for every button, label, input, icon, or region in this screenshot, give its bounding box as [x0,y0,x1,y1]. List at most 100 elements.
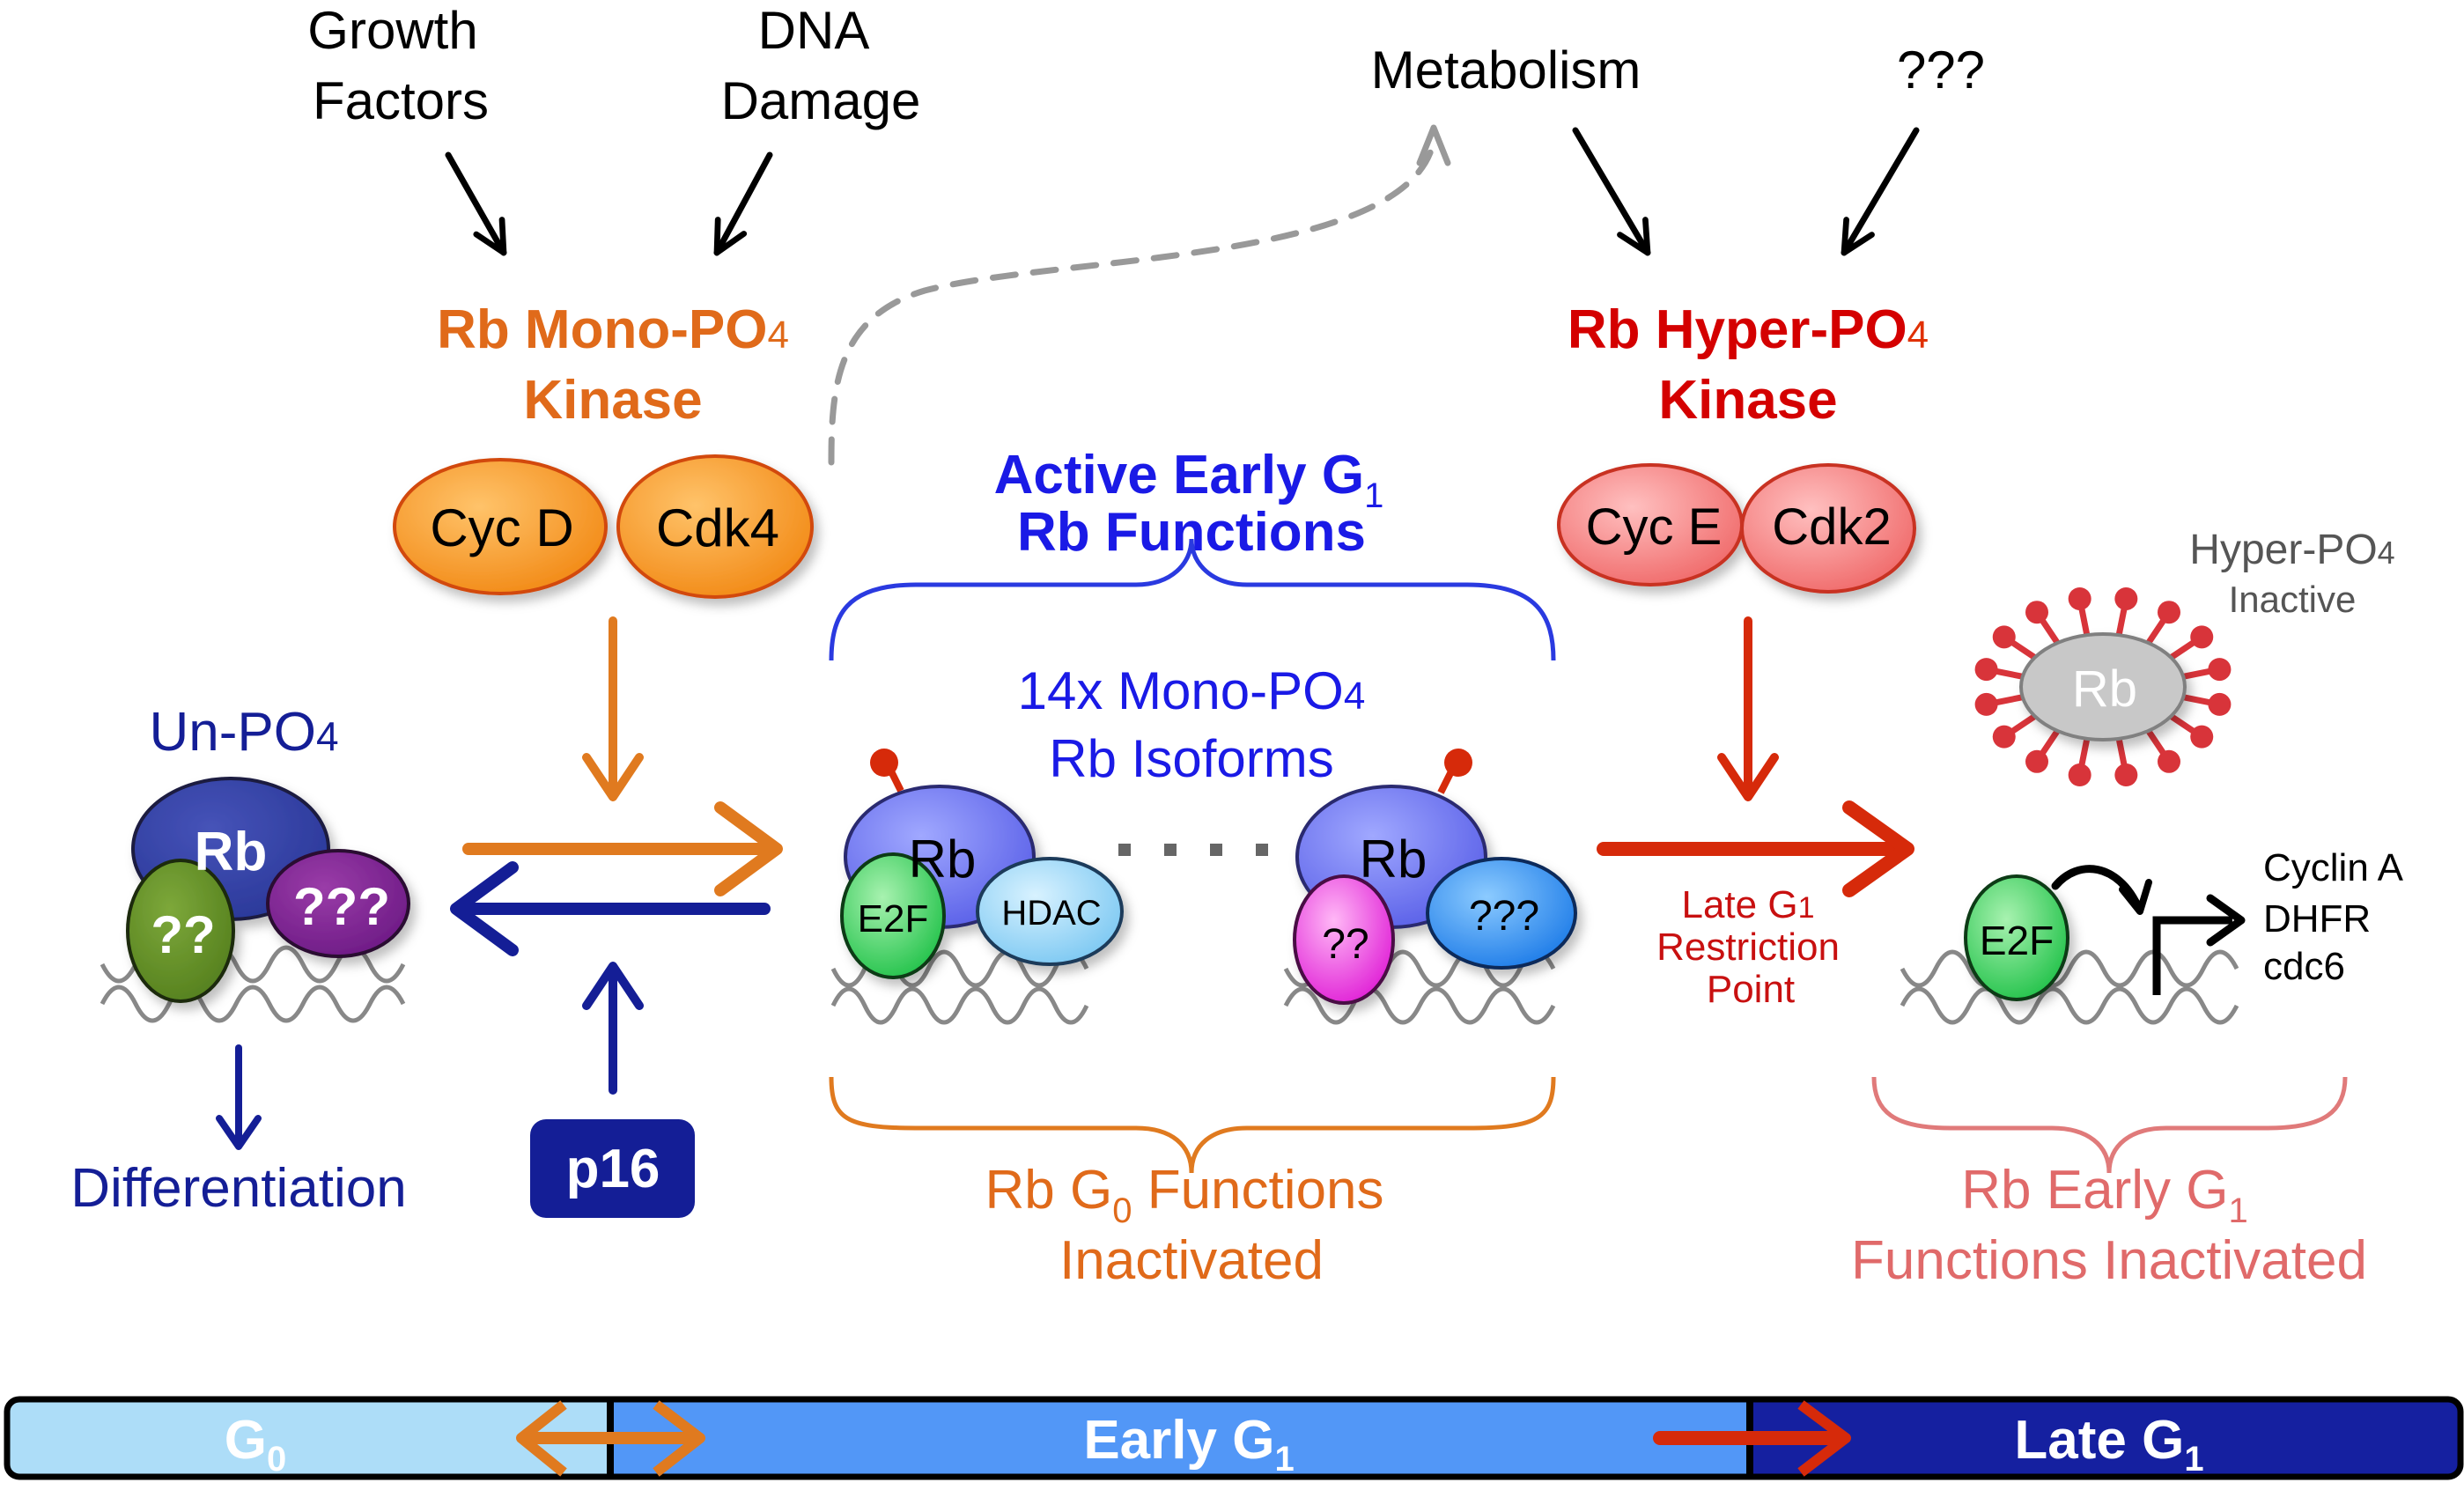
phase-bar-border [4,1396,2464,1480]
unknown-partner-1-right-label: ?? [1322,921,1368,968]
cyce-label: Cyc E [1586,498,1723,556]
dephosphorylation-reverse-arrow [450,861,771,956]
restriction-point-line1-sub: 1 [1798,891,1815,925]
g0-inactivated-brace [829,1076,1556,1174]
e2f-protein-right [1964,874,2069,1001]
promoter-start-arrowhead [2206,894,2246,947]
e2f-right-label: E2F [1980,918,2054,963]
phosphate-group [2025,749,2048,773]
isoforms-line1-text: 14x Mono-PO [1018,661,1344,720]
unknown-partner-2-protein [266,849,410,958]
bidirectional-arrow-left-head [516,1400,567,1477]
active-functions-title-line1: Active Early G1 [994,445,1384,515]
phosphate-group [2190,725,2214,749]
restriction-point-line1: Late G [1681,883,1797,926]
phase-early-g1-label-text: Early G [1083,1410,1274,1471]
hyper-kinase-title-line2: Kinase [1658,370,1837,431]
differentiation-label: Differentiation [70,1158,406,1219]
hyper-phosphate-groups [1974,586,2232,787]
phosphate-group [2068,586,2091,610]
growth-factors-line2: Factors [313,71,489,130]
mono-kinase-down-arrow [582,616,644,801]
hyper-inactive-title-text: Hyper-PO [2189,527,2377,573]
phosphate-group [1974,692,1998,716]
phosphate-group [2114,763,2138,787]
cycd-cdk4-complex [393,454,814,599]
g0-inactivated-suffix: Functions [1132,1160,1383,1221]
hyper-kinase-title-sub: 4 [1907,313,1929,357]
phosphate-group [1974,658,1998,682]
transcription-activation-arrowhead [2119,879,2152,915]
phase-g0-label-sub: 0 [267,1440,286,1479]
restriction-point-line2: Restriction [1656,926,1840,969]
phosphate-group-right [1444,749,1472,777]
hyper-inactive-title-sub: 4 [2378,535,2395,571]
hyper-inactive-title: Hyper-PO4 [2189,527,2394,573]
p16-box [530,1119,695,1218]
phosphate-group [2068,763,2091,787]
metabolism-label: Metabolism [1371,41,1641,100]
isoform-ellipsis-dots [1118,844,1268,856]
dna-helix-right [1900,949,2239,1025]
active-functions-title-line2: Rb Functions [1017,502,1366,563]
phosphate-group [2190,625,2214,649]
g0-inactivated-line1: Rb G0 Functions [985,1160,1384,1230]
restriction-point-line3: Point [1707,968,1795,1011]
phase-early-g1-label-sub: 1 [1274,1440,1294,1479]
phase-g0-segment [9,1402,610,1474]
mono-kinase-title-text: Rb Mono-PO [437,299,767,360]
unknown-partner-1-protein [126,859,235,1003]
cyce-protein [1557,463,1744,586]
phase-late-g1-label: Late G1 [2014,1410,2203,1479]
rb-unphospho-label: Rb [195,822,268,882]
active-functions-title-sub: 1 [1364,476,1383,515]
target-gene-dhfr: DHFR [2263,897,2371,940]
phosphate-group [2208,658,2232,682]
phase-late-g1-label-text: Late G [2014,1410,2184,1471]
hyper-kinase-down-arrow [1717,616,1779,801]
restriction-point-label: Late G1 Restriction Point [1656,883,1840,1011]
target-gene-cyclin-a: Cyclin A [2263,846,2404,889]
bidirectional-arrow-right-head [653,1400,705,1477]
isoforms-line1: 14x Mono-PO4 [1018,661,1366,720]
phosphate-group [2025,601,2048,624]
phase-late-g1-segment [1750,1402,2460,1474]
e2f-left-label: E2F [858,897,929,940]
phase-late-g1-label-sub: 1 [2184,1440,2203,1479]
e2f-protein-left [840,852,946,979]
unphospho-title-text: Un-PO [149,702,315,763]
cyce-cdk2-complex [1557,463,1916,594]
p16-inhibition-arrow [582,962,644,1095]
phase-early-g1-label: Early G1 [1083,1410,1294,1479]
mono-kinase-title-sub: 4 [767,313,788,357]
active-functions-brace [829,538,1556,661]
phase-early-g1-segment [610,1402,1750,1474]
phosphorylation-forward-arrow [462,801,783,896]
unknown-partner-1-protein-right [1293,874,1395,1005]
cdk4-protein [616,454,814,599]
early-g1-inactivated-line1: Rb Early G1 [1961,1160,2247,1230]
target-gene-cdc6: cdc6 [2263,945,2345,988]
g0-inactivated-sub: 0 [1112,1191,1132,1230]
cdk2-label: Cdk2 [1772,498,1891,556]
svg-text:Rb Hyper-PO4: Rb Hyper-PO4 [1568,299,1929,360]
phosphate-group-left [870,749,898,777]
phosphate-group [1992,725,2016,749]
unknown-input-label: ??? [1897,41,1985,100]
cell-cycle-phase-bar: G0 Early G1 Late G1 [4,1396,2464,1480]
rb-mono-right-label: Rb [1360,830,1427,889]
transcription-activation-arrow [2051,865,2143,911]
phosphate-group [2114,586,2138,610]
phosphate-group [2158,601,2181,624]
mono-rb-complex-right: Rb ??? ?? [1293,749,1577,1005]
g0-inactivated-prefix: Rb G [985,1160,1113,1221]
hdac-protein [976,857,1124,966]
metabolism-feedback-arrowhead [1416,124,1451,166]
unknown-partner-2-right-label: ??? [1469,893,1539,940]
isoforms-line1-sub: 4 [1344,675,1365,718]
early-g1-inactivated-brace [1871,1076,2348,1174]
unphospho-title: Un-PO4 [149,702,338,763]
growth-factors-label: Growth Factors [307,1,489,130]
unknown-partner-2-protein-right [1426,857,1577,970]
dna-damage-line2: Damage [721,71,921,130]
